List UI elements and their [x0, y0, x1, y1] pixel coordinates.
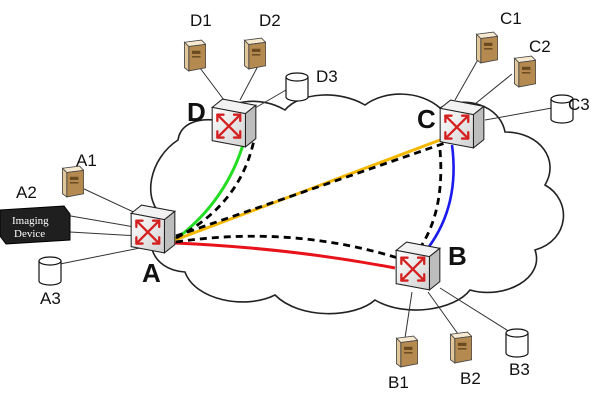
- link-a-c-orange: [174, 135, 449, 242]
- server-d2-icon: [243, 37, 266, 70]
- label-c3: C3: [568, 95, 590, 114]
- label-b3: B3: [509, 360, 530, 379]
- line-c2: [469, 73, 513, 109]
- line-a2: [64, 214, 141, 229]
- switch-d-label: D: [187, 97, 206, 127]
- dashed-link-c-b: [418, 149, 443, 249]
- server-b1-icon: [395, 335, 418, 368]
- label-a1: A1: [76, 151, 97, 170]
- switch-c: [439, 98, 485, 150]
- line-d1: [199, 67, 225, 101]
- switch-b: [395, 240, 441, 292]
- imaging-device-line1: Imaging: [12, 215, 49, 227]
- storage-d3-icon: [285, 72, 309, 102]
- label-b2: B2: [460, 369, 481, 388]
- line-imaging: [69, 231, 141, 237]
- line-b1: [404, 291, 413, 339]
- label-d1: D1: [190, 11, 212, 30]
- label-d3: D3: [316, 67, 338, 86]
- server-b2-icon: [449, 331, 472, 364]
- label-b1: B1: [388, 373, 409, 392]
- label-c2: C2: [529, 37, 551, 56]
- line-b3: [439, 287, 511, 333]
- server-a1-icon: [61, 165, 84, 198]
- network-cloud: [149, 93, 565, 315]
- switch-d: [211, 97, 257, 149]
- switch-c-label: C: [417, 104, 436, 134]
- dashed-link-a-b: [175, 234, 399, 260]
- line-c1: [454, 55, 481, 101]
- label-c1: C1: [500, 9, 522, 28]
- storage-b3-icon: [505, 328, 529, 358]
- line-a1: [81, 187, 141, 216]
- switch-a: [130, 203, 176, 255]
- server-d1-icon: [183, 39, 206, 72]
- label-a2: A2: [16, 183, 37, 202]
- line-d3: [254, 89, 287, 109]
- link-c-b-blue: [426, 144, 455, 249]
- line-c3: [484, 107, 553, 121]
- label-d2: D2: [259, 11, 281, 30]
- switch-a-label: A: [142, 258, 161, 288]
- line-b2: [427, 291, 459, 335]
- switch-b-label: B: [448, 241, 467, 271]
- line-d2: [239, 65, 259, 101]
- label-a3: A3: [40, 289, 61, 308]
- server-c1-icon: [475, 31, 498, 64]
- imaging-device-line2: Device: [14, 228, 45, 240]
- imaging-device: Imaging Device: [0, 205, 71, 245]
- link-a-b-red: [174, 241, 396, 270]
- line-a3: [59, 247, 141, 265]
- server-c2-icon: [513, 55, 536, 88]
- storage-a3-icon: [38, 256, 62, 286]
